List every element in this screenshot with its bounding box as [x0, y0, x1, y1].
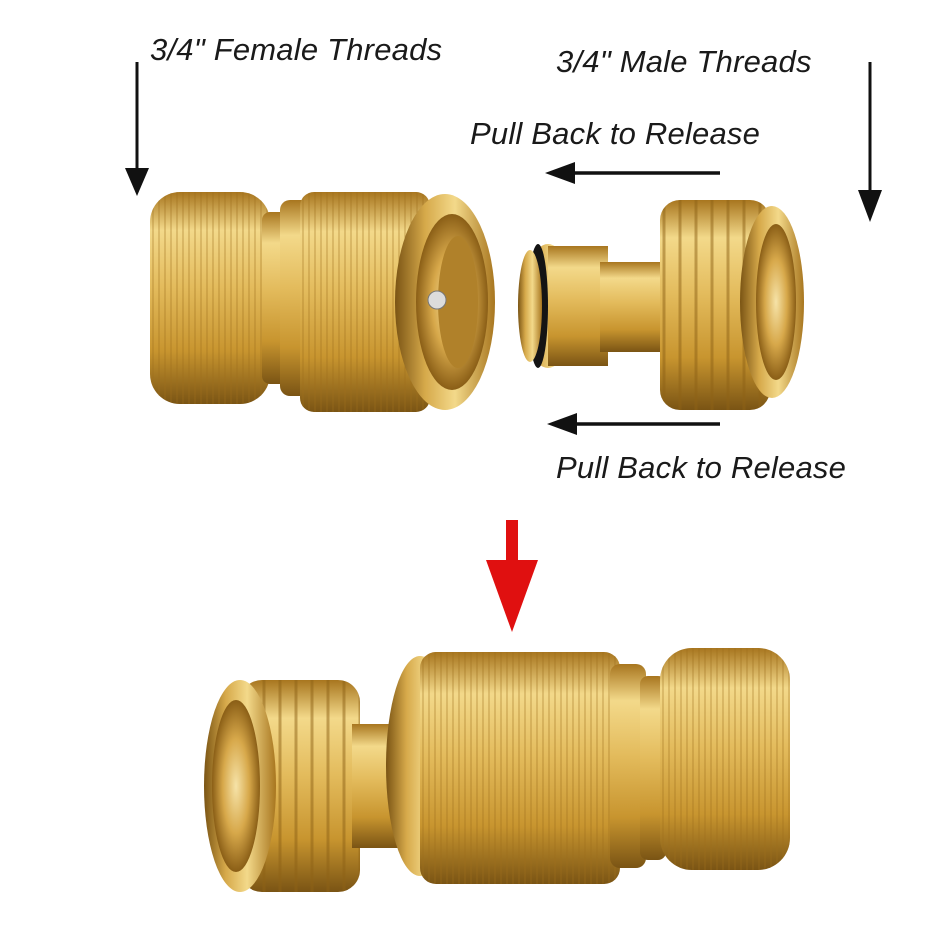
female-threads-label: 3/4" Female Threads — [150, 32, 443, 67]
male-threads-label: 3/4" Male Threads — [556, 44, 812, 79]
pull-back-label-top: Pull Back to Release — [470, 116, 761, 151]
arrow-down-icon — [858, 62, 882, 222]
arrow-down-icon — [125, 62, 149, 196]
assembled-connector — [204, 648, 790, 892]
male-connector — [518, 200, 804, 410]
arrow-left-icon — [545, 162, 720, 184]
female-connector — [150, 192, 495, 412]
pull-back-label-bottom: Pull Back to Release — [556, 450, 847, 485]
arrow-left-icon — [547, 413, 720, 435]
arrow-down-icon — [486, 520, 538, 632]
